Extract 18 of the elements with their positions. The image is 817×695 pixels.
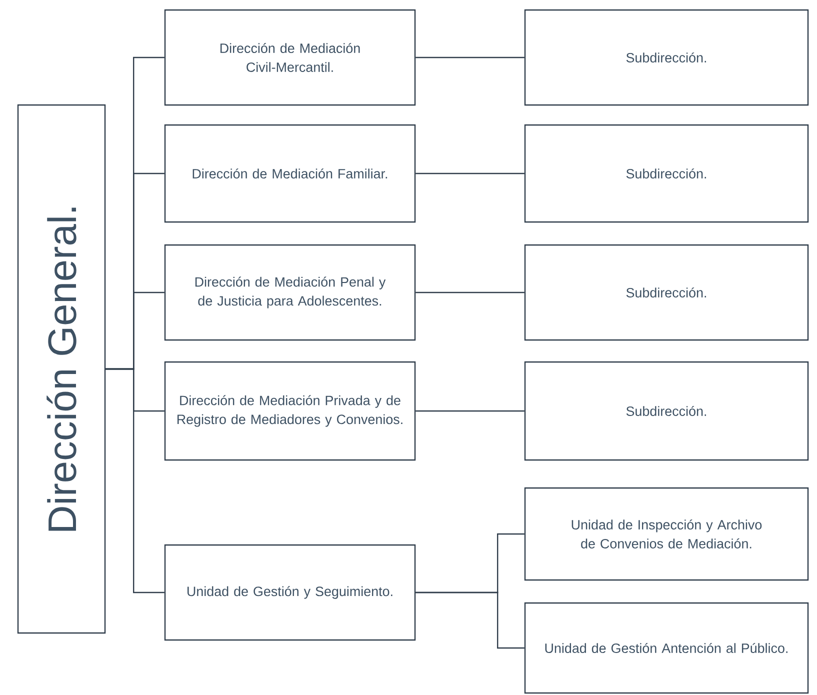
connector-line	[416, 592, 524, 649]
org-box: Unidad de Gestión Antención al Público.	[524, 602, 809, 694]
org-box: Unidad de Gestión y Seguimiento.	[164, 544, 416, 641]
connector-line	[416, 292, 524, 294]
org-box: Subdirección.	[524, 361, 809, 461]
connector-line	[416, 172, 524, 174]
connector-line	[106, 368, 164, 594]
connector-line	[416, 410, 524, 412]
org-box: Dirección de Mediación Privada y de Registro de Mediadores y Convenios.	[164, 361, 416, 461]
org-box: Subdirección.	[524, 244, 809, 341]
org-box: Subdirección.	[524, 9, 809, 106]
connector-line	[416, 56, 524, 58]
org-box: Subdirección.	[524, 124, 809, 223]
org-box: Dirección de Mediación Familiar.	[164, 124, 416, 223]
org-box: Dirección de Mediación Penal y de Justicia para Adolescentes.	[164, 244, 416, 341]
org-box: Unidad de Inspección y Archivo de Convenios de Mediación.	[524, 487, 809, 581]
org-box: Dirección de Mediación Civil-Mercantil.	[164, 9, 416, 106]
title-box: Dirección General.	[17, 104, 106, 634]
